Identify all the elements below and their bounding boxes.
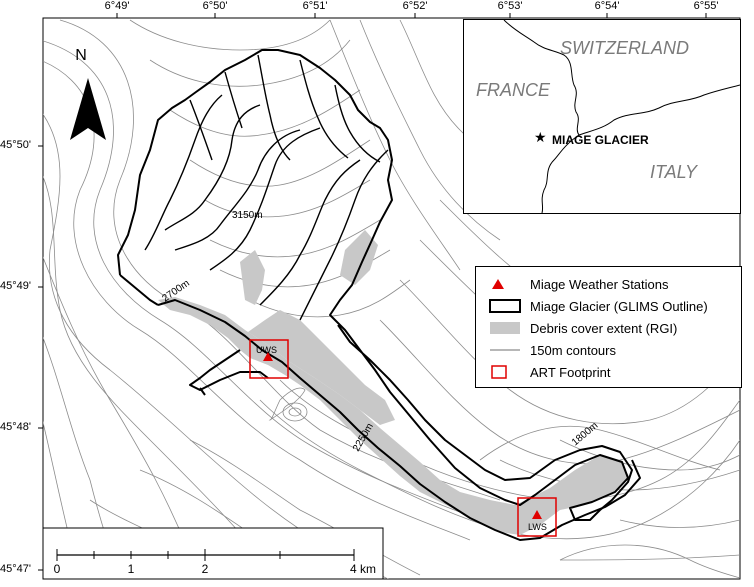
- lon-label: 6°50': [202, 0, 228, 12]
- lat-label: 45°49': [0, 280, 31, 292]
- north-label: N: [75, 47, 87, 64]
- inset-glacier-label: MIAGE GLACIER: [552, 133, 649, 147]
- inset-country-label: FRANCE: [476, 80, 551, 100]
- weather-station-marker: [532, 510, 542, 519]
- frame-ticks: [38, 13, 707, 571]
- weather-station-marker: [263, 352, 273, 361]
- north-arrow-icon: N: [70, 47, 106, 140]
- lon-label: 6°55': [693, 0, 719, 12]
- outline-swatch-icon: [488, 298, 522, 314]
- legend-item-debris-cover: Debris cover extent (RGI): [488, 319, 677, 337]
- lat-label: 45°47': [0, 563, 31, 575]
- fill-swatch-icon: [488, 320, 522, 336]
- legend-label: Miage Weather Stations: [530, 276, 669, 292]
- station-label: UWS: [256, 345, 277, 355]
- art-footprint-upper: [249, 339, 289, 379]
- glacier-outline: [117, 49, 641, 541]
- legend-item-art-footprint: ART Footprint: [488, 363, 610, 381]
- contour-label: 3150m: [232, 210, 263, 221]
- legend-label: Debris cover extent (RGI): [530, 320, 678, 336]
- lon-label: 6°51': [302, 0, 328, 12]
- inset-star-icon: ★: [534, 129, 547, 145]
- scale-tick: 2: [202, 562, 209, 576]
- scale-bar: 0 1 2 4 km: [42, 527, 384, 580]
- scale-tick: 0: [54, 562, 61, 576]
- square-outline-icon: [488, 364, 522, 380]
- glacier-divides: [144, 54, 389, 321]
- legend-item-weather-stations: Miage Weather Stations: [488, 275, 669, 293]
- lon-label: 6°52': [402, 0, 428, 12]
- line-swatch-icon: [488, 342, 522, 358]
- legend-label: 150m contours: [530, 342, 616, 358]
- lat-label: 45°50': [0, 139, 31, 151]
- legend-item-glacier-outline: Miage Glacier (GLIMS Outline): [488, 297, 708, 315]
- triangle-icon: [488, 276, 522, 292]
- lon-label: 6°49': [104, 0, 130, 12]
- lon-label: 6°54': [594, 0, 620, 12]
- legend-label: ART Footprint: [530, 364, 611, 380]
- scale-tick: 4 km: [350, 562, 376, 576]
- lon-label: 6°53': [497, 0, 523, 12]
- map-legend: Miage Weather Stations Miage Glacier (GL…: [475, 266, 742, 388]
- inset-borders: ★: [503, 20, 740, 213]
- inset-locator-map: ★ SWITZERLAND FRANCE ITALY MIAGE GLACIER: [463, 19, 741, 214]
- debris-cover-extent: [158, 297, 630, 535]
- scale-tick: 1: [128, 562, 135, 576]
- legend-label: Miage Glacier (GLIMS Outline): [530, 298, 708, 314]
- station-label: LWS: [528, 522, 547, 532]
- art-footprint-lower: [517, 497, 557, 537]
- inset-country-label: SWITZERLAND: [560, 38, 690, 58]
- legend-item-contours: 150m contours: [488, 341, 616, 359]
- inset-country-label: ITALY: [650, 162, 698, 182]
- lat-label: 45°48': [0, 421, 31, 433]
